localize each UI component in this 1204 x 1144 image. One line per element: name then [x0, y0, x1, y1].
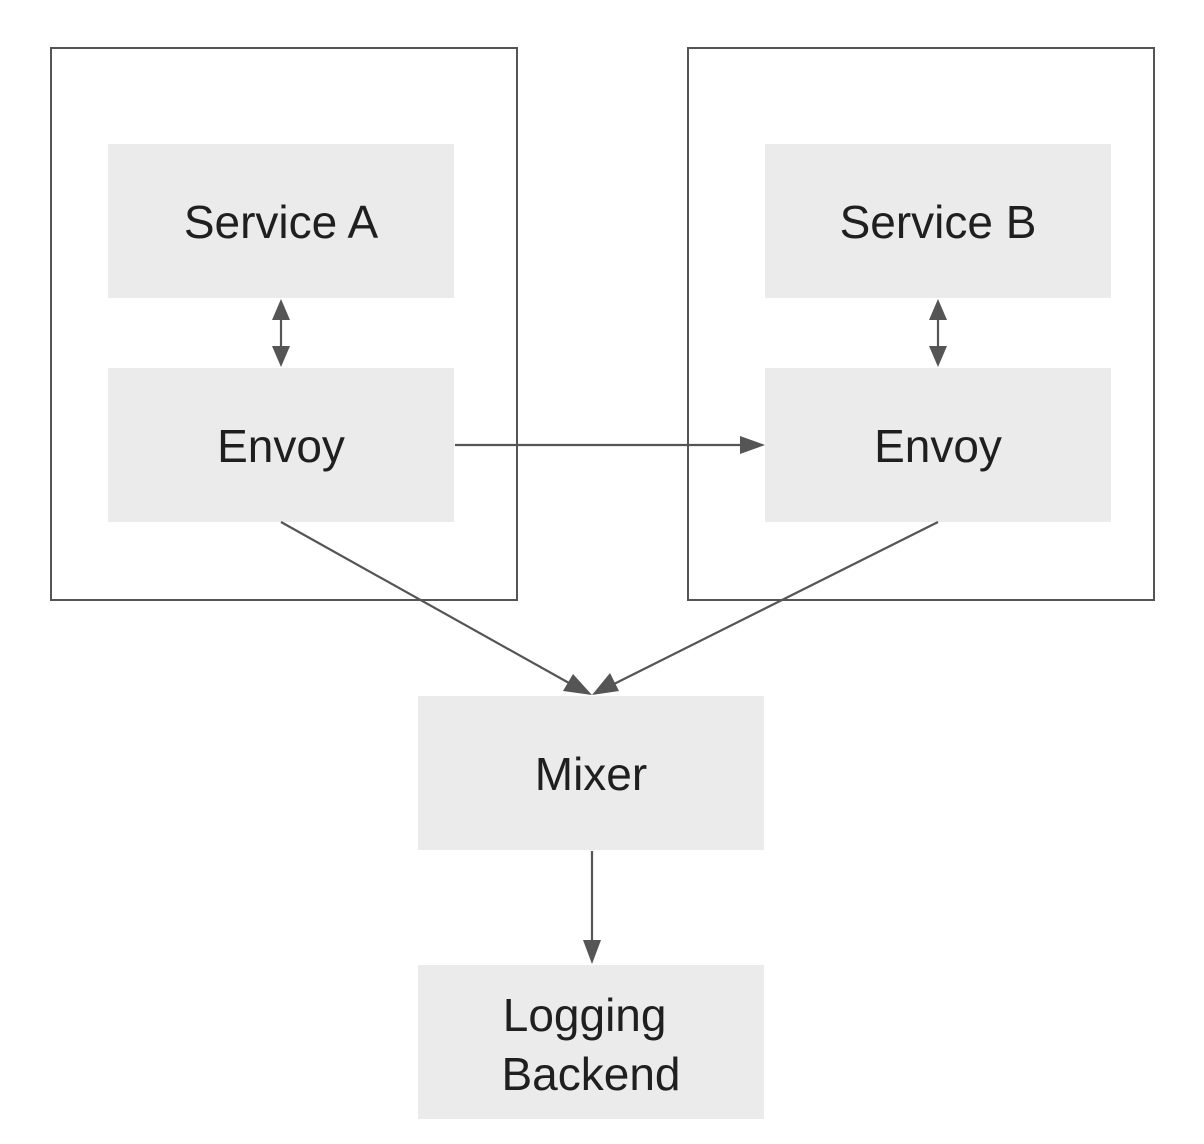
edge-service-b-envoy-b — [929, 299, 947, 367]
service-a-node: Service A — [108, 144, 454, 298]
service-b-label: Service B — [840, 196, 1037, 248]
arrowhead-icon — [563, 674, 592, 695]
pod-a-container — [50, 47, 518, 601]
mixer-box — [418, 696, 764, 850]
pod-b-container — [687, 47, 1155, 601]
arrowhead-icon — [592, 673, 619, 695]
edge-mixer-logging-backend — [583, 851, 601, 964]
logging-backend-node: Logging Backend — [418, 965, 764, 1119]
envoy-a-box — [108, 368, 454, 522]
arrowhead-up-icon — [272, 299, 290, 320]
mixer-label: Mixer — [535, 748, 647, 800]
edge-envoy-a-mixer — [280, 521, 592, 695]
service-b-box — [765, 144, 1111, 298]
service-b-node: Service B — [765, 144, 1111, 298]
arrowhead-down-icon — [929, 346, 947, 367]
service-a-box — [108, 144, 454, 298]
logging-backend-label-line2: Backend — [501, 1048, 680, 1100]
logging-backend-label: Logging Backend — [501, 989, 680, 1100]
arrowhead-up-icon — [929, 299, 947, 320]
logging-backend-label-line1: Logging — [503, 989, 667, 1041]
envoy-a-label: Envoy — [217, 420, 345, 472]
arrowhead-down-icon — [272, 346, 290, 367]
envoy-b-node: Envoy — [765, 368, 1111, 522]
edge-envoy-b-mixer — [592, 521, 939, 695]
envoy-a-node: Envoy — [108, 368, 454, 522]
edge-envoy-a-envoy-b — [455, 436, 765, 454]
envoy-b-label: Envoy — [874, 420, 1002, 472]
edge-service-a-envoy-a — [272, 299, 290, 367]
envoy-b-box — [765, 368, 1111, 522]
service-a-label: Service A — [184, 196, 379, 248]
logging-backend-box — [418, 965, 764, 1119]
arrowhead-down-icon — [583, 940, 601, 964]
mixer-node: Mixer — [418, 696, 764, 850]
arrowhead-right-icon — [740, 436, 765, 454]
